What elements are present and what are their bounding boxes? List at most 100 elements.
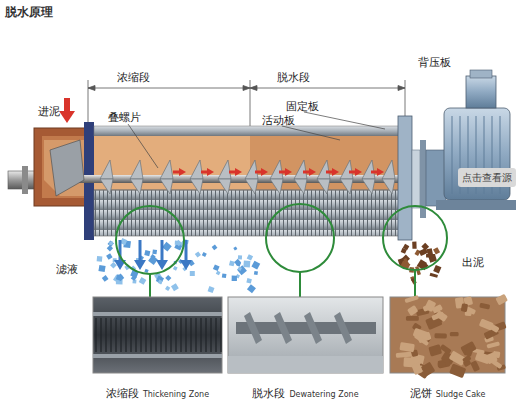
filtrate-drop	[97, 256, 103, 262]
flow-arrow	[285, 168, 292, 176]
leader-line	[282, 126, 340, 140]
cake-chunk	[431, 311, 444, 320]
cake-chunk	[449, 364, 466, 379]
zone-caption-english: Dewatering Zone	[289, 390, 358, 399]
screw-flight	[270, 160, 283, 179]
diagram-title: 脱水原理	[5, 4, 53, 21]
filtrate-drop	[106, 253, 112, 259]
filtrate-drop	[107, 245, 113, 251]
flow-arrow	[261, 168, 268, 176]
sludge-cake	[403, 244, 410, 250]
filtrate-drop	[195, 251, 201, 257]
inlet-arrow	[59, 98, 75, 123]
cake-chunk	[396, 352, 412, 358]
flow-arrow	[371, 171, 378, 174]
photo-panel: 浓缩段 Thickening Zone	[93, 297, 222, 405]
screw-flight	[50, 140, 84, 196]
filtrate-arrow	[185, 240, 188, 262]
screw-flight	[294, 179, 307, 194]
photo-panel: 脱水段Dewatering Zone	[228, 297, 383, 405]
cake-chunk	[428, 344, 442, 357]
flow-arrow	[173, 171, 180, 174]
filtrate-drop	[233, 246, 237, 250]
zone-bracket	[88, 80, 89, 126]
filtrate-drop	[158, 280, 163, 285]
drive-motor	[452, 116, 453, 194]
photo-sludge-cake	[390, 294, 508, 379]
filtrate-arrow	[161, 240, 164, 262]
cake-chunk	[450, 332, 459, 336]
part-label: 背压板	[418, 56, 451, 69]
back-pressure-plate	[398, 116, 412, 240]
leader-line	[128, 124, 158, 168]
filtrate-drop	[212, 245, 218, 251]
photo-dewatering	[244, 312, 262, 344]
screw-flight	[294, 160, 307, 179]
photo-thickening	[93, 318, 222, 352]
flow-arrow	[207, 168, 214, 176]
filtrate-drop	[234, 259, 241, 266]
flow-label: 滤液	[56, 263, 78, 276]
fixed-plates	[94, 126, 400, 136]
cake-chunk	[407, 305, 418, 316]
ring-stack	[94, 190, 400, 236]
filtrate-arrow	[134, 260, 146, 270]
part-label: 叠螺片	[108, 111, 141, 124]
screw-flight	[100, 160, 395, 194]
screw-flight	[340, 160, 353, 179]
cake-chunk	[411, 362, 423, 375]
filtrate-drop	[116, 274, 123, 281]
filtrate-drop	[109, 241, 113, 245]
filtrate-drop	[254, 271, 258, 275]
flow-arrow	[173, 168, 384, 176]
filtrate-drop	[229, 261, 235, 267]
flow-arrow	[229, 171, 236, 174]
flow-arrow	[377, 168, 384, 176]
filtrate-drop	[247, 284, 256, 293]
filtrate-drop	[246, 278, 252, 284]
zone-caption-english: Sludge Cake	[436, 390, 486, 399]
filtrate-drop	[139, 277, 147, 285]
filtrate-drop	[108, 240, 114, 246]
flow-arrow	[332, 168, 339, 176]
caption-row: 浓缩段 Thickening Zone	[93, 385, 222, 402]
filtrate-drop	[238, 255, 242, 259]
photo-dewatering	[228, 297, 383, 373]
cake-chunk	[486, 341, 500, 348]
cake-chunk	[406, 316, 419, 321]
cake-chunk	[421, 362, 436, 377]
zone-label: 浓缩段	[117, 71, 150, 84]
zone-caption-english: Thickening Zone	[143, 390, 209, 399]
cake-chunk	[396, 294, 508, 379]
photo-thickening	[93, 312, 222, 316]
cake-chunk	[434, 333, 446, 338]
inlet-tank	[44, 140, 86, 196]
cake-chunk	[438, 359, 451, 369]
zone-bracket	[405, 80, 406, 118]
filtrate-drop	[152, 250, 157, 255]
filtrate-arrow	[139, 240, 142, 262]
photo-dewatering	[228, 356, 383, 373]
detail-circle	[299, 272, 301, 297]
filtrate-drop	[171, 283, 179, 291]
screw-flight	[362, 179, 375, 194]
zone-caption: 浓缩段	[106, 387, 139, 400]
filtrate-drop	[156, 276, 164, 284]
shaft-collar	[22, 166, 28, 194]
flow-arrow	[349, 171, 356, 174]
sludge-cake	[433, 265, 441, 274]
inlet-arrow	[64, 98, 70, 112]
screw-flight	[130, 160, 143, 179]
drive-motor	[426, 70, 516, 210]
filtrate-drop	[243, 261, 250, 268]
cake-chunk	[437, 361, 445, 367]
flow-arrow	[255, 171, 262, 174]
screw-flight	[100, 160, 113, 179]
caption-row: 脱水段Dewatering Zone	[228, 385, 383, 402]
screw-flight	[160, 160, 173, 179]
part-label: 固定板	[286, 100, 319, 113]
photo-thickening	[93, 297, 222, 373]
screw-flight	[362, 160, 375, 179]
filtrate-drop	[232, 276, 237, 281]
